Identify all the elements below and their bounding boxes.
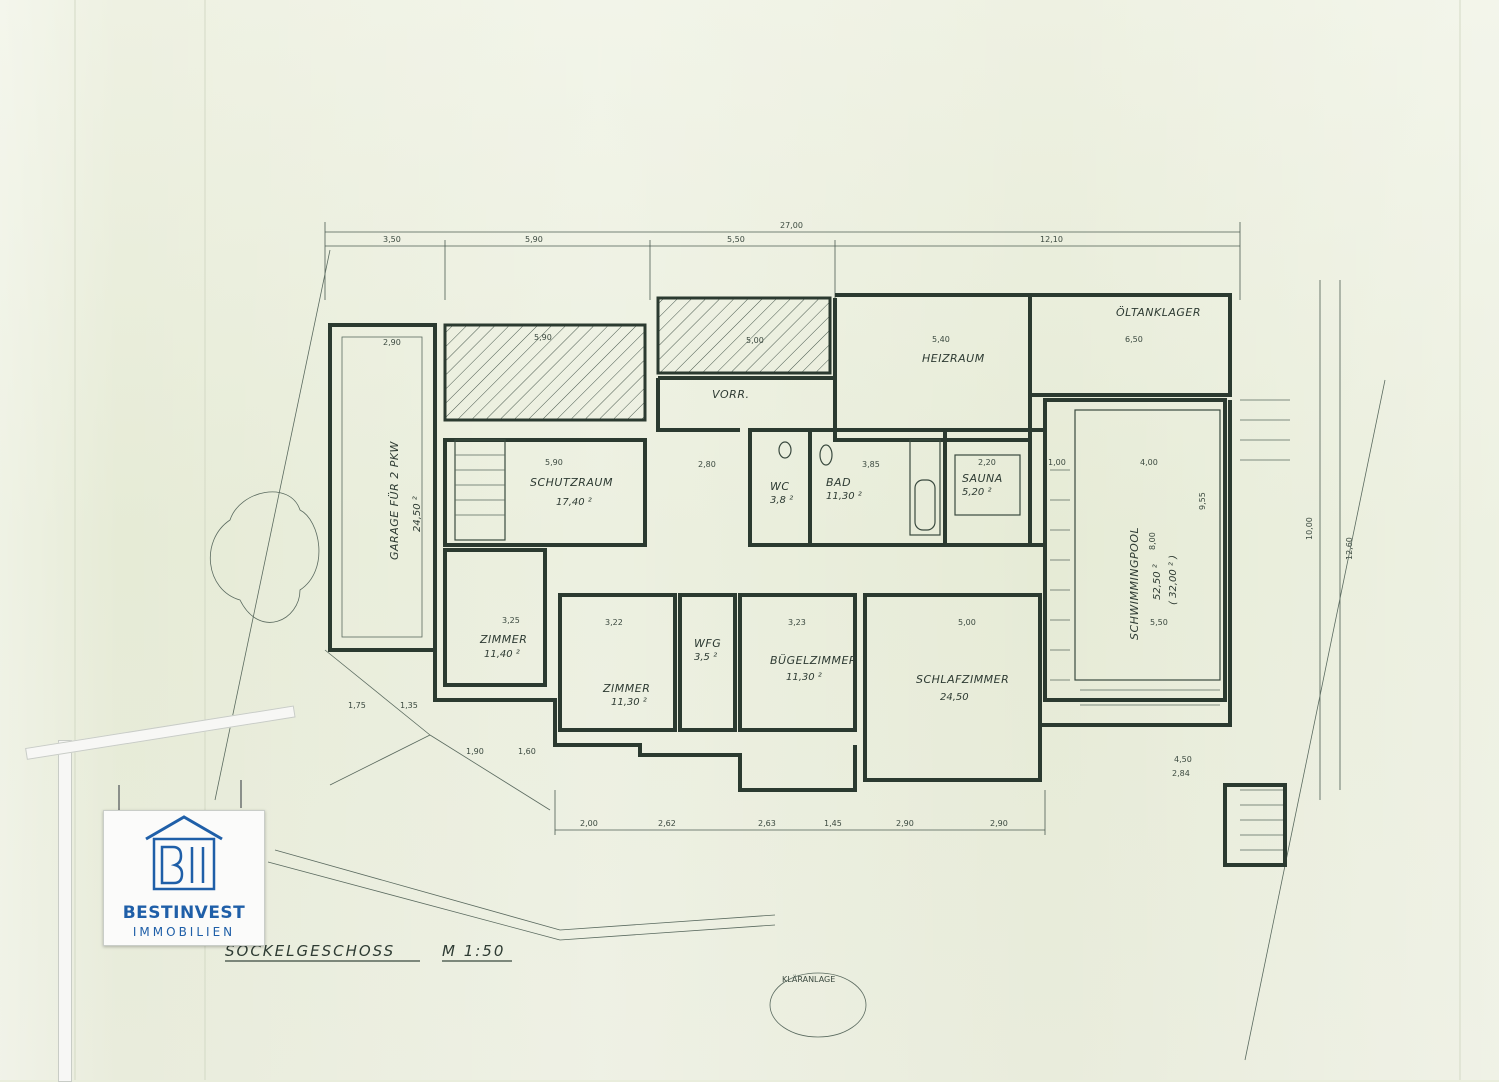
dim-total: 27,00 (780, 221, 803, 230)
dim-top-4: 12,10 (1040, 235, 1063, 244)
dim-bottom-3: 2,63 (758, 819, 776, 828)
room-buegel-name: BÜGELZIMMER (770, 654, 857, 667)
sign-chain-right (240, 780, 242, 808)
room-sauna-name: SAUNA (962, 472, 1003, 485)
dim-misc: 1,35 (400, 701, 418, 710)
dim-misc: 2,20 (978, 458, 996, 467)
room-labels: GARAGE FÜR 2 PKW 24,50 ² SCHUTZRAUM 17,4… (388, 306, 1201, 708)
dim-right-1: 10,00 (1305, 517, 1314, 540)
plan-title: SOCKELGESCHOSS (225, 942, 395, 960)
brand-subtitle: IMMOBILIEN (132, 925, 236, 939)
dim-misc: 5,50 (1150, 618, 1168, 627)
dim-misc: 1,90 (466, 747, 484, 756)
room-zimmer2-name: ZIMMER (602, 682, 650, 695)
terrain (209, 249, 1386, 1061)
dim-misc: 2,80 (698, 460, 716, 469)
bottom-dimensions: 2,00 2,62 2,63 1,45 2,90 2,90 (554, 790, 1046, 835)
room-schlaf-area: 24,50 (940, 692, 969, 703)
room-heizraum-name: HEIZRAUM (922, 352, 985, 365)
room-pool-sub: ( 32,00 ² ) (1168, 555, 1179, 605)
room-oeltank-name: ÖLTANKLAGER (1116, 306, 1201, 319)
dim-misc: 2,90 (383, 338, 401, 347)
dim-misc: 5,90 (534, 333, 552, 342)
dim-bottom-6: 2,90 (990, 819, 1008, 828)
room-garage-name: GARAGE FÜR 2 PKW (388, 440, 401, 560)
dim-misc: 5,00 (958, 618, 976, 627)
plan-scale: M 1:50 (442, 942, 505, 960)
brand-name: BESTINVEST (122, 903, 246, 923)
room-pool-name: SCHWIMMINGPOOL (1128, 527, 1141, 640)
dim-bottom-5: 2,90 (896, 819, 914, 828)
dim-misc: 8,00 (1148, 532, 1157, 550)
room-bad-name: BAD (826, 476, 851, 489)
room-zimmer2-area: 11,30 ² (611, 697, 647, 708)
room-wc-name: WC (770, 480, 790, 493)
dim-top-3: 5,50 (727, 235, 745, 244)
dim-misc: 4,00 (1140, 458, 1158, 467)
dim-bottom-4: 1,45 (824, 819, 842, 828)
dim-top-1: 3,50 (383, 235, 401, 244)
top-dimensions: 27,00 3,50 5,90 5,50 12,10 (324, 221, 1241, 300)
dim-misc: 1,00 (1048, 458, 1066, 467)
room-bad-area: 11,30 ² (826, 491, 862, 502)
room-wc-area: 3,8 ² (770, 495, 793, 506)
dim-top-2: 5,90 (525, 235, 543, 244)
room-wfg-area: 3,5 ² (694, 652, 717, 663)
sign-chain-left (118, 785, 120, 813)
dim-misc: 5,00 (746, 336, 764, 345)
room-schlaf-name: SCHLAFZIMMER (916, 673, 1009, 686)
room-pool-area: 52,50 ² (1152, 564, 1163, 600)
dim-misc: 6,50 (1125, 335, 1143, 344)
dim-misc: 5,40 (932, 335, 950, 344)
dim-misc: 4,50 (1174, 755, 1192, 764)
dim-misc: 3,23 (788, 618, 806, 627)
room-buegel-area: 11,30 ² (786, 672, 822, 683)
dim-misc: 9,55 (1198, 492, 1207, 510)
dim-misc: 3,25 (502, 616, 520, 625)
dim-misc: 3,22 (605, 618, 623, 627)
right-dimensions: 10,00 12,60 (1305, 280, 1354, 800)
dim-right-2: 12,60 (1345, 537, 1354, 560)
room-zimmer1-name: ZIMMER (479, 633, 527, 646)
room-garage-area: 24,50 ² (412, 496, 423, 532)
room-zimmer1-area: 11,40 ² (484, 649, 520, 660)
brand-sign: BESTINVEST IMMOBILIEN (103, 810, 265, 946)
dim-misc: 1,75 (348, 701, 366, 710)
room-sauna-area: 5,20 ² (962, 487, 991, 498)
room-schutzraum-area: 17,40 ² (556, 497, 592, 508)
sign-post (58, 740, 72, 1082)
brand-logo-icon (145, 815, 223, 891)
dim-misc: 3,85 (862, 460, 880, 469)
dim-misc: 5,90 (545, 458, 563, 467)
misc-dimensions: 5,90 5,00 5,40 6,50 2,90 4,00 5,90 1,00 … (348, 333, 1207, 778)
room-schutzraum-name: SCHUTZRAUM (530, 476, 613, 489)
paper-folds (74, 0, 1461, 1080)
dim-misc: 1,60 (518, 747, 536, 756)
walls (328, 293, 1290, 867)
note-klaeranlage: KLÄRANLAGE (782, 974, 835, 984)
room-vorr-name: VORR. (712, 388, 749, 401)
room-wfg-name: WFG (694, 637, 721, 650)
dim-bottom-1: 2,00 (580, 819, 598, 828)
dim-misc: 2,84 (1172, 769, 1190, 778)
dim-bottom-2: 2,62 (658, 819, 676, 828)
